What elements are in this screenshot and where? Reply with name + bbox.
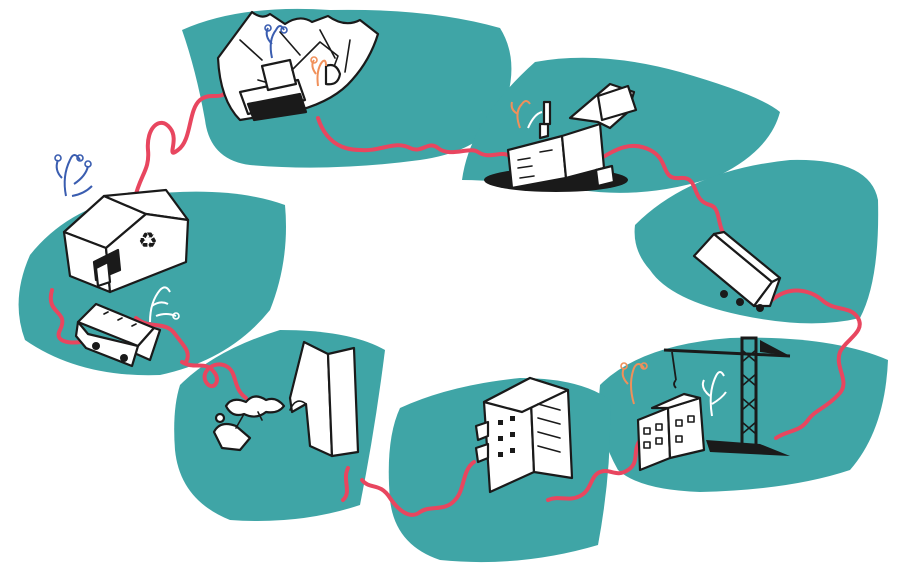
svg-text:♻: ♻ [138,229,158,254]
